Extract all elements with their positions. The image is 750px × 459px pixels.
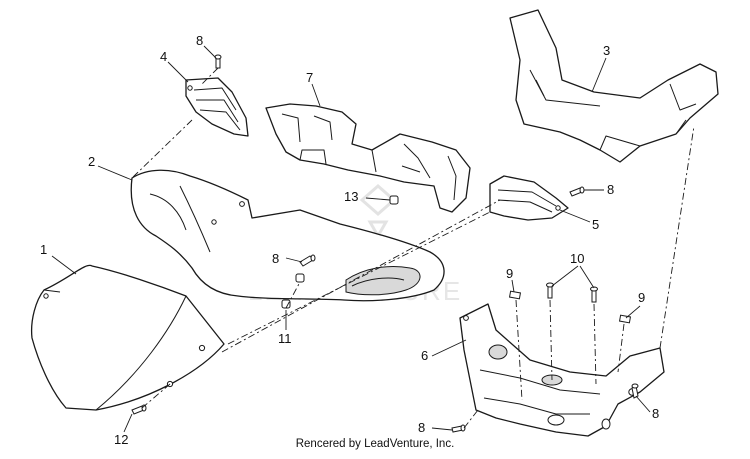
- nut-13[interactable]: [389, 195, 399, 205]
- screw-10-right[interactable]: [590, 286, 598, 303]
- leader-lines: [51, 45, 651, 433]
- part-6-lower-cover[interactable]: [459, 303, 665, 437]
- callout-6: 6: [421, 348, 428, 363]
- callout-12: 12: [114, 432, 128, 447]
- callout-8-lower-left: 8: [418, 420, 425, 435]
- screw-8-right[interactable]: [569, 186, 585, 197]
- clip-9-right[interactable]: [618, 314, 632, 324]
- screw-8-middle[interactable]: [299, 254, 316, 267]
- callout-10: 10: [570, 251, 584, 266]
- part-5-grille[interactable]: [489, 175, 569, 221]
- callout-8-top: 8: [196, 33, 203, 48]
- nut-11-upper[interactable]: [295, 273, 305, 283]
- clip-9-left[interactable]: [508, 290, 522, 300]
- screw-8-lower-left[interactable]: [451, 424, 466, 433]
- callout-11: 11: [278, 331, 292, 346]
- callout-labels: 1 2 3 4 5 6 7 8 8 8 8 8 9 9 10 11 12 13: [40, 33, 659, 447]
- part-1-windscreen[interactable]: [30, 264, 225, 411]
- callout-9-left: 9: [506, 266, 513, 281]
- part-3-rear-cover[interactable]: [509, 9, 719, 163]
- part-2-front-fairing[interactable]: [130, 169, 445, 302]
- callout-4: 4: [160, 49, 167, 64]
- screw-12[interactable]: [131, 404, 147, 415]
- credit-text: Rencered by LeadVenture, Inc.: [295, 438, 455, 450]
- callout-7: 7: [306, 70, 313, 85]
- callout-8-middle: 8: [272, 251, 279, 266]
- assembly-lines: [131, 67, 695, 429]
- callout-8-right: 8: [607, 182, 614, 197]
- screw-8-lower-right[interactable]: [631, 383, 639, 399]
- callout-1: 1: [40, 242, 47, 257]
- part-4-grille[interactable]: [185, 77, 249, 137]
- screw-8-top[interactable]: [214, 54, 222, 69]
- part-7-instrument-bracket[interactable]: [265, 103, 471, 213]
- callout-13: 13: [344, 189, 358, 204]
- callout-8-lower-right: 8: [652, 406, 659, 421]
- nut-11-lower[interactable]: [281, 299, 291, 309]
- callout-9-right: 9: [638, 290, 645, 305]
- callout-5: 5: [592, 217, 599, 232]
- callout-3: 3: [603, 43, 610, 58]
- callout-2: 2: [88, 154, 95, 169]
